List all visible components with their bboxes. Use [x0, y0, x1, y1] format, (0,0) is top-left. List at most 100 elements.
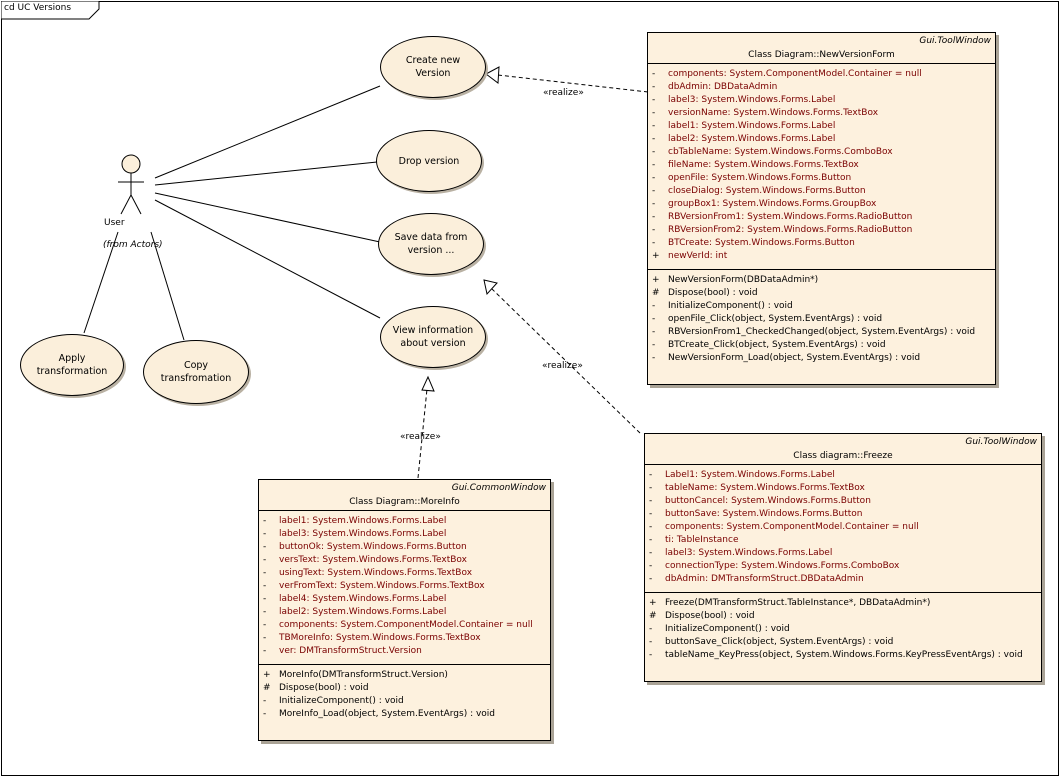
class-stereotype: Gui.ToolWindow [965, 437, 1037, 447]
usecase-save-data-from-version[interactable]: Save data from version ... [378, 213, 484, 275]
realize-label-create: «realize» [543, 88, 584, 98]
attribute-text: dbAdmin: DBDataAdmin [668, 82, 778, 92]
class-name: Class Diagram::NewVersionForm [748, 50, 895, 60]
visibility-marker: - [649, 522, 653, 532]
visibility-marker: - [649, 535, 653, 545]
attribute-text: fileName: System.Windows.Forms.TextBox [668, 160, 859, 170]
attribute-text: components: System.ComponentModel.Contai… [668, 69, 922, 79]
actor-package: (from Actors) [103, 240, 163, 250]
class-name: Class Diagram::MoreInfo [349, 497, 460, 507]
operation-text: InitializeComponent() : void [668, 301, 793, 311]
realize-arrowhead-view [421, 375, 435, 392]
usecase-apply-transformation[interactable]: Apply transformation [20, 334, 124, 396]
visibility-marker: - [652, 199, 656, 209]
operation-row: -NewVersionForm_Load(object, System.Even… [648, 352, 995, 365]
visibility-marker: - [649, 574, 653, 584]
attribute-row: - dbAdmin: DBDataAdmin [648, 81, 995, 94]
realize-arrowhead-create [485, 66, 500, 84]
attribute-row: -label1: System.Windows.Forms.Label [648, 120, 995, 133]
class-freeze[interactable]: Gui.ToolWindow Class diagram::Freeze -La… [644, 433, 1042, 682]
attributes-section: -label1: System.Windows.Forms.Label -lab… [259, 510, 550, 664]
attribute-text: versionName: System.Windows.Forms.TextBo… [668, 108, 879, 118]
attribute-row: -RBVersionFrom2: System.Windows.Forms.Ra… [648, 224, 995, 237]
assoc-save [154, 192, 381, 243]
attribute-text: ver: DMTransformStruct.Version [279, 646, 422, 656]
visibility-marker: - [263, 620, 267, 630]
visibility-marker: - [263, 555, 267, 565]
realize-label-save: «realize» [542, 361, 583, 371]
attribute-text: label1: System.Windows.Forms.Label [668, 121, 836, 131]
visibility-marker: - [652, 327, 656, 337]
class-moreinfo[interactable]: Gui.CommonWindow Class Diagram::MoreInfo… [258, 479, 551, 741]
actor-head [121, 154, 141, 174]
actor-figure [118, 154, 144, 215]
operation-text: MoreInfo(DMTransformStruct.Version) [279, 670, 448, 680]
visibility-marker: - [263, 633, 267, 643]
visibility-marker: - [652, 212, 656, 222]
visibility-marker: - [652, 82, 656, 92]
operation-text: tableName_KeyPress(object, System.Window… [665, 650, 1023, 660]
attribute-text: label3: System.Windows.Forms.Label [279, 529, 447, 539]
attribute-text: BTCreate: System.Windows.Forms.Button [668, 238, 855, 248]
usecase-drop-version[interactable]: Drop version [376, 130, 482, 192]
attribute-row: -label4: System.Windows.Forms.Label [259, 593, 550, 606]
attribute-row: -connectionType: System.Windows.Forms.Co… [645, 560, 1041, 573]
attribute-row: -tableName: System.Windows.Forms.TextBox [645, 482, 1041, 495]
operation-row: -RBVersionFrom1_CheckedChanged(object, S… [648, 326, 995, 339]
operation-row: -InitializeComponent() : void [648, 300, 995, 313]
visibility-marker: - [263, 696, 267, 706]
operation-text: openFile_Click(object, System.EventArgs)… [668, 314, 883, 324]
class-newversionform[interactable]: Gui.ToolWindow Class Diagram::NewVersion… [647, 32, 996, 385]
visibility-marker: - [652, 186, 656, 196]
attribute-row: -buttonCancel: System.Windows.Forms.Butt… [645, 495, 1041, 508]
attribute-row: -label1: System.Windows.Forms.Label [259, 515, 550, 528]
attribute-row: - groupBox1: System.Windows.Forms.GroupBo… [648, 198, 995, 211]
operation-text: NewVersionForm_Load(object, System.Event… [668, 353, 921, 363]
attribute-text: components: System.ComponentModel.Contai… [665, 522, 919, 532]
attribute-text: TBMoreInfo: System.Windows.Forms.TextBox [279, 633, 481, 643]
usecase-copy-transformation[interactable]: Copy transfromation [143, 340, 249, 404]
realize-moreinfo-line [417, 388, 428, 479]
usecase-view-information[interactable]: View information about version [380, 306, 486, 368]
attributes-section: - components: System.ComponentModel.Conta… [648, 63, 995, 269]
visibility-marker: - [649, 548, 653, 558]
attribute-row: -BTCreate: System.Windows.Forms.Button [648, 237, 995, 250]
operation-text: Dispose(bool) : void [665, 611, 755, 621]
attribute-row: - TBMoreInfo: System.Windows.Forms.TextBo… [259, 632, 550, 645]
visibility-marker: - [652, 134, 656, 144]
frame-title: cd UC Versions [4, 3, 72, 13]
attribute-row: -usingText: System.Windows.Forms.TextBox [259, 567, 550, 580]
operation-row: -tableName_KeyPress(object, System.Windo… [645, 649, 1041, 662]
attribute-row: -components: System.ComponentModel.Conta… [259, 619, 550, 632]
attribute-text: usingText: System.Windows.Forms.TextBox [279, 568, 473, 578]
attribute-text: RBVersionFrom1: System.Windows.Forms.Rad… [668, 212, 913, 222]
class-stereotype: Gui.ToolWindow [919, 36, 991, 46]
attribute-row: -closeDialog: System.Windows.Forms.Butto… [648, 185, 995, 198]
class-name: Class diagram::Freeze [793, 451, 893, 461]
attribute-row: -components: System.ComponentModel.Conta… [648, 68, 995, 81]
usecase-create-new-version[interactable]: Create new Version [380, 36, 486, 98]
actor-right-leg [130, 194, 142, 215]
attribute-text: newVerId: int [668, 251, 728, 261]
attribute-row: -ver: DMTransformStruct.Version [259, 645, 550, 658]
attribute-text: label3: System.Windows.Forms.Label [668, 95, 836, 105]
attribute-text: label1: System.Windows.Forms.Label [279, 516, 447, 526]
attribute-text: connectionType: System.Windows.Forms.Com… [665, 561, 900, 571]
operation-row: -buttonSave_Click(object, System.EventAr… [645, 636, 1041, 649]
attribute-text: tableName: System.Windows.Forms.TextBox [665, 483, 865, 493]
attribute-row: -ti: TableInstance [645, 534, 1041, 547]
operation-row: #Dispose(bool) : void [259, 682, 550, 695]
visibility-marker: - [652, 160, 656, 170]
attribute-text: groupBox1: System.Windows.Forms.GroupBox [668, 199, 877, 209]
operation-row: -InitializeComponent() : void [259, 695, 550, 708]
visibility-marker: # [652, 288, 660, 298]
visibility-marker: + [263, 670, 271, 680]
operation-row: +Freeze(DMTransformStruct.TableInstance*… [645, 597, 1041, 610]
attribute-text: versText: System.Windows.Forms.TextBox [279, 555, 467, 565]
visibility-marker: - [652, 108, 656, 118]
visibility-marker: + [652, 275, 660, 285]
attribute-row: -Label1: System.Windows.Forms.Label [645, 469, 1041, 482]
